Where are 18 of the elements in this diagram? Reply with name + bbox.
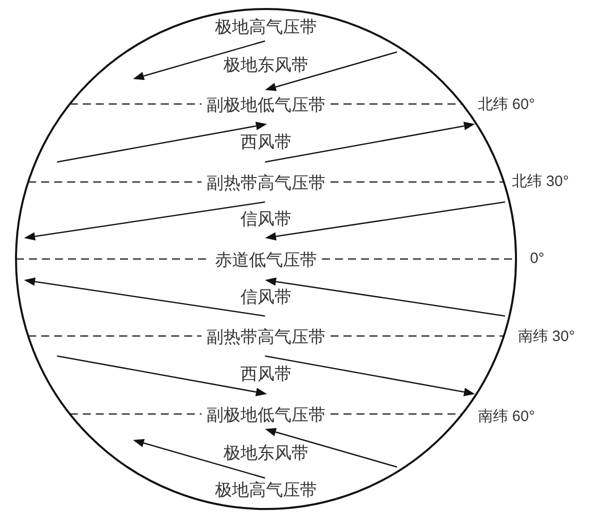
latitude-label: 北纬 60° [478, 96, 535, 114]
wind-belt-label: 西风带 [240, 366, 292, 384]
wind-belt-label: 信风带 [240, 288, 292, 308]
wind-belt-label: 西风带 [240, 134, 292, 152]
pressure-belt-label: 副热带高气压带 [206, 328, 326, 348]
pressure-belt-label: 赤道低气压带 [215, 252, 317, 270]
pressure-belt-label: 副热带高气压带 [206, 174, 326, 194]
latitude-label: 北纬 30° [512, 174, 569, 190]
wind-belt-label: 信风带 [240, 210, 292, 230]
pressure-belt-label: 极地高气压带 [215, 482, 317, 500]
latitude-label: 南纬 30° [518, 328, 575, 346]
pressure-belt-label: 副极地低气压带 [206, 406, 326, 426]
latitude-label: 南纬 60° [478, 408, 535, 426]
pressure-belt-label: 副极地低气压带 [206, 96, 326, 116]
wind-belt-label: 极地东风带 [224, 56, 308, 76]
wind-belt-label: 极地东风带 [224, 444, 308, 464]
latitude-label: 0° [530, 250, 544, 268]
pressure-belt-label: 极地高气压带 [215, 18, 317, 38]
